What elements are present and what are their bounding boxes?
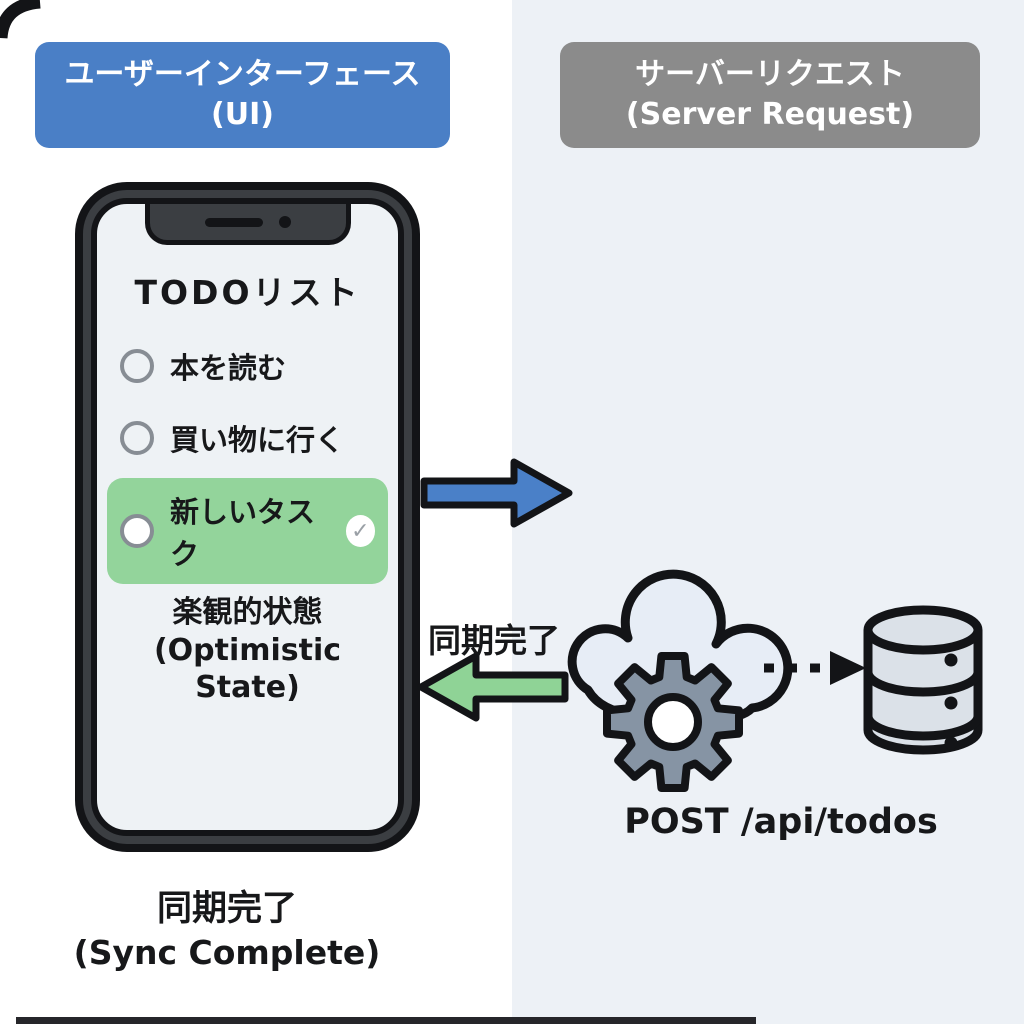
todo-list: 本を読む 買い物に行く 新しいタスク ✓	[107, 334, 388, 584]
todo-label: 新しいタスク	[170, 495, 316, 571]
sync-arrow-icon	[417, 652, 569, 722]
sync-complete-en: (Sync Complete)	[73, 932, 381, 972]
phone-screen: TODOリスト 本を読む 買い物に行く 新しいタスク ✓ 楽観的状態 (	[91, 198, 404, 836]
notch	[144, 204, 351, 245]
todo-checkbox-icon	[120, 349, 154, 383]
sync-complete-jp: 同期完了	[156, 889, 297, 929]
speaker-icon	[204, 217, 263, 227]
corner-mark	[0, 0, 41, 39]
todo-checkbox-icon	[120, 421, 154, 455]
todo-checkbox-icon	[120, 514, 154, 548]
todo-item-new-optimistic: 新しいタスク ✓	[107, 478, 388, 584]
camera-icon	[278, 216, 291, 228]
todo-label: 本を読む	[170, 351, 287, 385]
bottom-edge-mark	[16, 1017, 756, 1024]
checked-icon: ✓	[345, 515, 375, 547]
app-title: TODOリスト	[134, 273, 361, 312]
gear-hole	[644, 693, 702, 751]
cloud-gear-icon	[567, 569, 793, 792]
todo-item: 本を読む	[107, 334, 388, 398]
request-arrow-icon	[420, 458, 573, 528]
ui-header-title: ユーザーインターフェース	[64, 56, 421, 92]
sync-arrow-label: 同期完了	[428, 621, 560, 660]
server-header-subtitle: (Server Request)	[625, 97, 915, 132]
dotted-arrow-icon	[764, 651, 866, 685]
optimistic-state-jp: 楽観的状態	[172, 595, 323, 630]
todo-label: 買い物に行く	[170, 423, 345, 457]
ui-header: ユーザーインターフェース (UI)	[35, 42, 450, 148]
phone-mockup: TODOリスト 本を読む 買い物に行く 新しいタスク ✓ 楽観的状態 (	[75, 182, 420, 852]
server-panel-background	[512, 0, 1024, 1024]
todo-item: 買い物に行く	[107, 406, 388, 470]
sync-complete-caption: 同期完了 (Sync Complete)	[40, 888, 414, 973]
optimistic-state-en: (Optimistic State)	[153, 632, 342, 706]
api-endpoint-label: POST /api/todos	[624, 802, 938, 842]
server-header: サーバーリクエスト (Server Request)	[560, 42, 980, 148]
optimistic-state-caption: 楽観的状態 (Optimistic State)	[97, 594, 398, 707]
database-icon	[863, 605, 983, 755]
ui-header-subtitle: (UI)	[211, 97, 274, 132]
server-header-title: サーバーリクエスト	[635, 56, 905, 92]
